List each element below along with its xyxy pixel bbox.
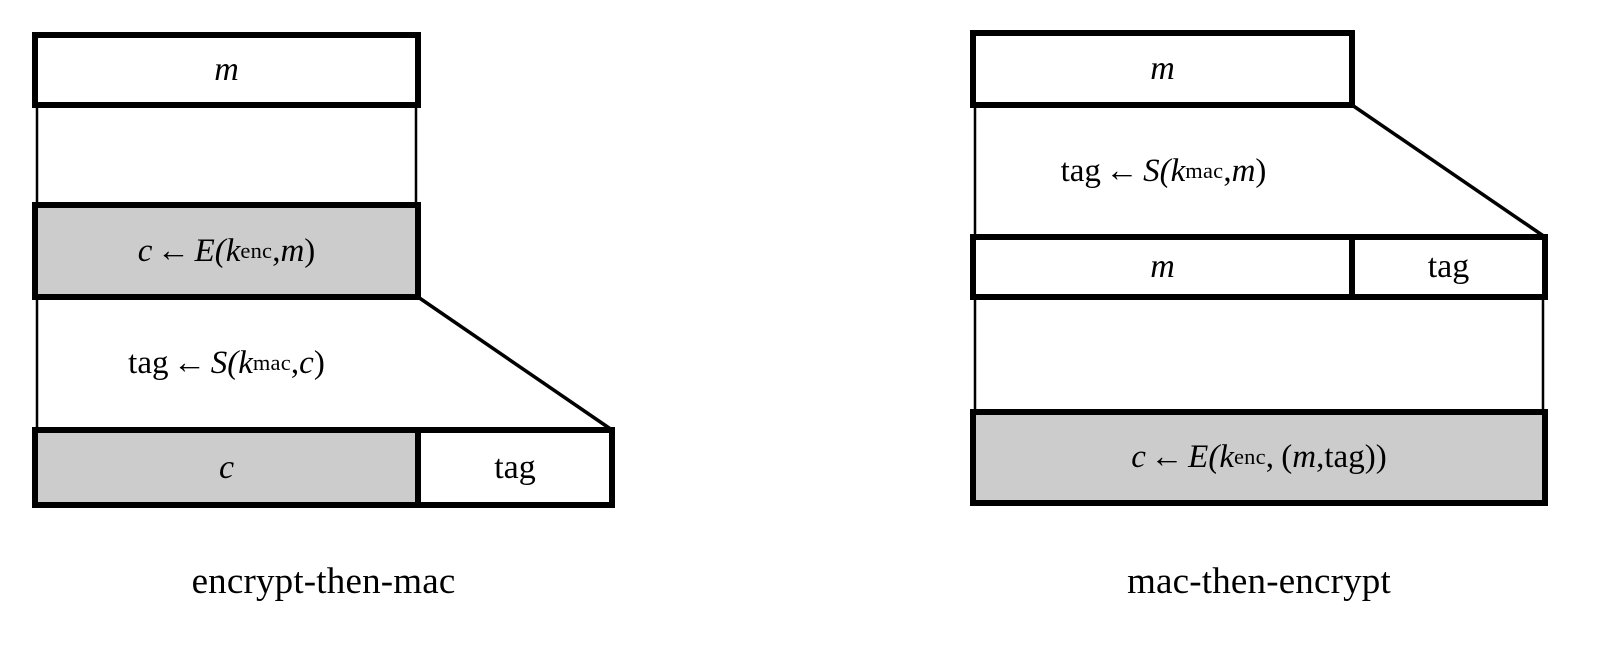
right-message-part-box: [970, 234, 1355, 300]
right-caption: mac-then-encrypt: [1127, 561, 1391, 602]
left-caption: encrypt-then-mac: [191, 561, 456, 602]
right-tag-part-box: [1349, 234, 1548, 300]
left-output-tag-box: [415, 427, 615, 508]
left-diagonal-connector: [417, 295, 613, 432]
right-encrypt-box: [970, 409, 1548, 506]
right-message-box: [970, 30, 1355, 108]
left-encrypt-box: [32, 202, 421, 300]
left-output-c-box: [32, 427, 421, 508]
left-message-box: [32, 32, 421, 108]
right-diagonal-connector: [1351, 103, 1546, 239]
